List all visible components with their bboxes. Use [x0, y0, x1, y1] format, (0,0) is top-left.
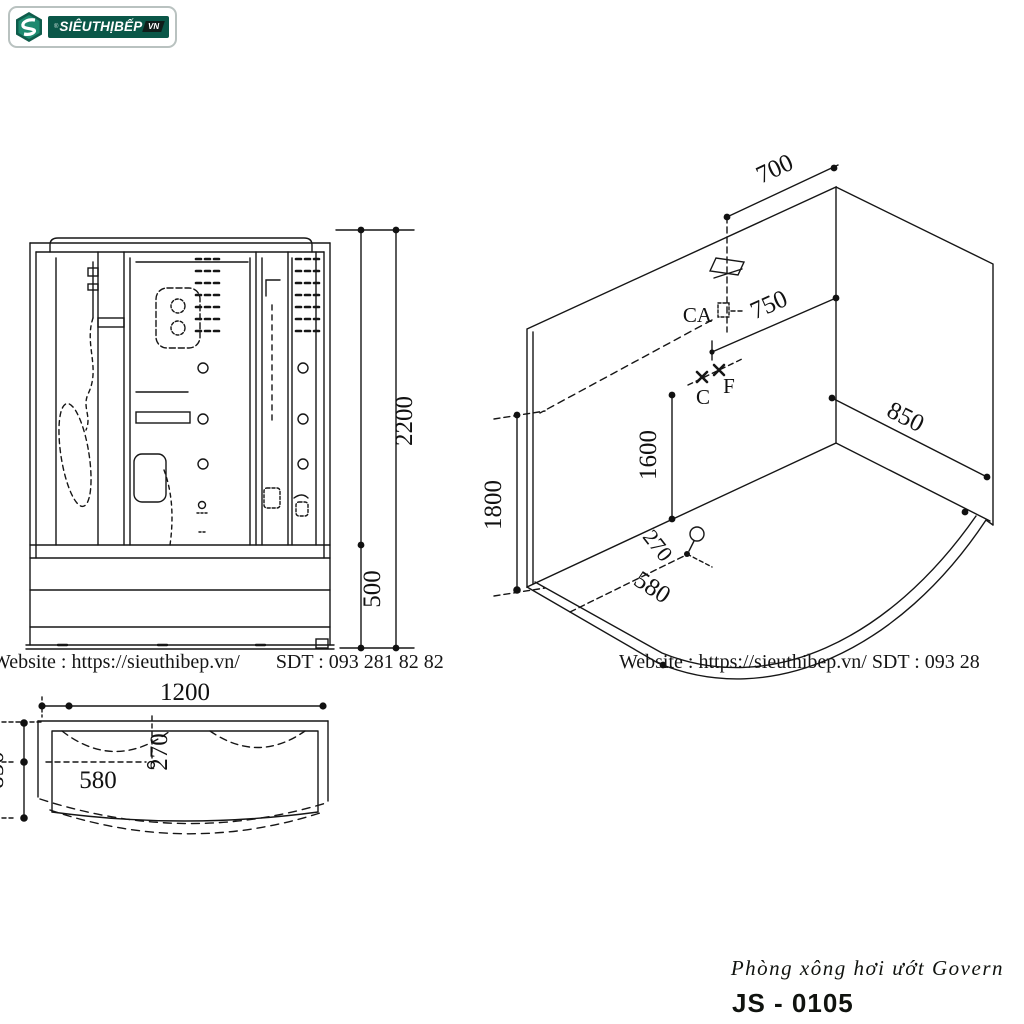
iso-drain: 270 580 — [569, 525, 713, 613]
iso-tray — [526, 442, 994, 680]
plan-dim-1200: 1200 — [38, 679, 327, 718]
dim-750: 750 — [746, 285, 791, 325]
control-panel — [155, 287, 201, 349]
hand-shower — [58, 261, 99, 508]
iso-dim-1600: 1600 — [635, 391, 676, 523]
iso-dim-580: 580 — [629, 566, 675, 609]
footer-left-website: Website : https://sieuthibep.vn/ — [0, 651, 240, 673]
cf-points: C F — [687, 358, 743, 409]
dim-1600: 1600 — [635, 430, 662, 480]
massage-jets — [194, 257, 321, 333]
elevation-dimensions: 500 2200 — [335, 226, 418, 652]
dim-850: 850 — [883, 397, 929, 438]
ca-point: CA — [539, 302, 744, 414]
body-jets — [197, 362, 309, 470]
footer-right-line: Website : https://sieuthibep.vn/ SDT : 0… — [619, 651, 980, 673]
plan-dim-depth: 850 — [0, 719, 45, 822]
footer-left-phone: SDT : 093 281 82 82 — [275, 651, 444, 673]
sieuthibep-logo: ® SIÊUTHỊBẾP VN — [8, 6, 177, 48]
dim-1800: 1800 — [480, 480, 507, 530]
label-c: C — [696, 385, 710, 409]
isometric-view: 700 CA 750 — [480, 149, 994, 680]
product-model: JS - 0105 — [732, 988, 854, 1018]
iso-dim-850: 850 — [828, 394, 991, 481]
dim-total-height: 2200 — [391, 396, 418, 446]
iso-dim-1800: 1800 — [480, 410, 546, 597]
base-tray — [25, 544, 335, 650]
dim-700: 700 — [752, 149, 797, 189]
plan-dim-850: 850 — [0, 751, 9, 789]
plan-dim-270: 270 — [146, 733, 173, 771]
product-name: Phòng xông hơi ướt Govern — [730, 956, 1004, 980]
logo-wordmark: ® SIÊUTHỊBẾP VN — [48, 16, 169, 38]
label-f: F — [723, 374, 735, 398]
small-fixtures — [196, 279, 309, 533]
registered-mark: ® — [54, 23, 59, 30]
logo-hexagon-s-icon — [16, 12, 42, 42]
iso-dim-270: 270 — [638, 525, 678, 566]
shelf-and-seat — [133, 391, 191, 546]
footer-left: Website : https://sieuthibep.vn/ SDT : 0… — [0, 651, 444, 674]
logo-brand-text: SIÊUTHỊBẾP — [59, 19, 143, 34]
steam-box-symbol — [708, 257, 746, 279]
iso-dim-750: 750 — [709, 285, 840, 361]
elevation-view: 500 2200 — [25, 226, 418, 652]
dim-1200: 1200 — [160, 679, 210, 706]
plan-drain: 580 270 — [45, 715, 173, 794]
footer-right: Website : https://sieuthibep.vn/ SDT : 0… — [619, 651, 980, 674]
plan-dim-580: 580 — [79, 767, 117, 794]
label-ca: CA — [683, 303, 713, 327]
plan-view: 1200 580 270 — [0, 679, 329, 835]
dim-base-height: 500 — [359, 570, 386, 608]
plan-tray — [37, 720, 329, 835]
